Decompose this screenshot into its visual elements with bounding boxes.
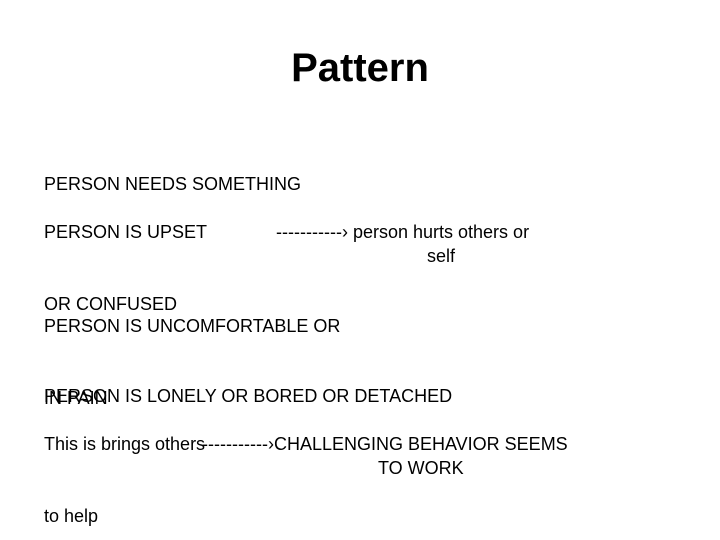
text-line: person hurts others or <box>352 222 530 242</box>
text-block-needs: PERSON NEEDS SOMETHING <box>44 124 301 244</box>
text-block-uncomfortable: PERSON IS UNCOMFORTABLE OR IN PAIN <box>44 266 340 458</box>
text-line: TO WORK <box>377 458 464 478</box>
text-line: PERSON NEEDS SOMETHING <box>44 174 302 194</box>
page-title: Pattern <box>291 46 429 90</box>
text-block-lonely: PERSON IS LONELY OR BORED OR DETACHED <box>44 336 452 456</box>
text-line: PERSON IS UNCOMFORTABLE OR <box>44 316 341 336</box>
text-line: IN PAIN <box>44 388 108 408</box>
flow-target-behavior: CHALLENGING BEHAVIOR SEEMS TO WORK <box>274 432 568 480</box>
text-line: PERSON IS UPSET <box>44 222 208 242</box>
text-block-helps: This is brings others to help <box>44 384 205 540</box>
text-line: self <box>427 246 456 266</box>
text-line: CHALLENGING BEHAVIOR SEEMS <box>273 434 568 454</box>
flow-help-to-behavior: -----------› CHALLENGING BEHAVIOR SEEMS … <box>182 408 568 504</box>
text-line: OR CONFUSED <box>44 294 178 314</box>
arrow-head-icon: › <box>341 222 348 242</box>
arrow-head-icon: › <box>267 434 274 454</box>
flow-upset-to-hurts: -----------› person hurts others or self <box>256 196 529 292</box>
flow-target-hurts: person hurts others or self <box>353 220 529 268</box>
text-line: This is brings others <box>44 434 206 454</box>
arrow-dashes-icon: ----------- <box>276 222 342 242</box>
text-line: PERSON IS LONELY OR BORED OR DETACHED <box>44 386 453 406</box>
text-line: to help <box>44 506 99 526</box>
arrow-dashes-icon: ----------- <box>202 434 268 454</box>
text-block-upset: PERSON IS UPSET OR CONFUSED <box>44 172 207 364</box>
